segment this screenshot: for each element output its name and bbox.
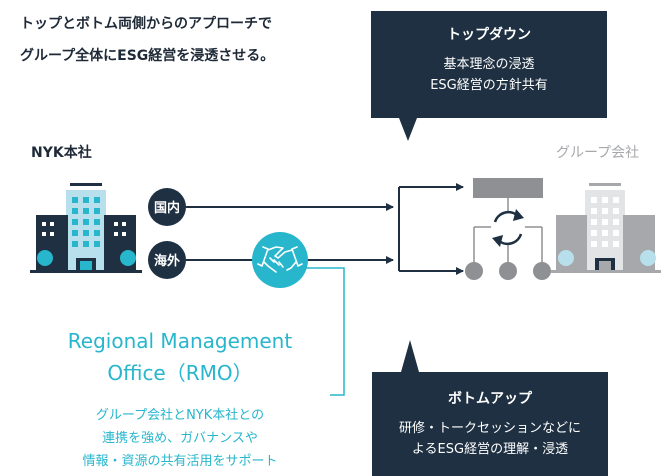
top-down-callout: トップダウン 基本理念の浸透 ESG経営の方針共有	[371, 11, 607, 118]
rmo-leader-line	[283, 267, 345, 396]
domestic-badge	[148, 188, 186, 226]
handshake-icon	[252, 232, 308, 288]
rmo-title-line-1: Regional Management	[67, 329, 293, 353]
rmo-description: グループ会社とNYK本社との 連携を強め、ガバナンスや 情報・資源の共有活用をサ…	[40, 404, 320, 473]
rmo-title-line-2: Office（RMO）	[107, 361, 253, 385]
hq-building-icon	[30, 183, 142, 273]
rmo-title: Regional Management Office（RMO）	[30, 325, 330, 389]
headline-line-2: グループ全体にESG経営を浸透させる。	[20, 48, 275, 64]
group-building-icon	[551, 183, 661, 273]
top-down-title: トップダウン	[447, 27, 531, 43]
overseas-badge	[148, 241, 186, 279]
top-down-line-2: ESG経営の方針共有	[430, 78, 548, 93]
bottom-up-pointer	[401, 340, 419, 372]
bottom-up-line-1: 研修・トークセッションなどに	[398, 421, 581, 436]
rmo-desc-line-2: 連携を強め、ガバナンスや	[102, 431, 258, 446]
rmo-desc-line-1: グループ会社とNYK本社との	[95, 408, 265, 423]
group-company-label: グループ会社	[556, 145, 640, 161]
headline: トップとボトム両側からのアプローチで グループ全体にESG経営を浸透させる。	[20, 8, 360, 72]
bottom-up-title: ボトムアップ	[448, 391, 532, 407]
bottom-up-callout: ボトムアップ 研修・トークセッションなどに よるESG経営の理解・浸透	[372, 372, 608, 476]
bottom-up-line-2: よるESG経営の理解・浸透	[411, 442, 569, 457]
hq-label: NYK本社	[31, 145, 92, 161]
domestic-label: 国内	[154, 200, 180, 216]
org-cycle-icon	[465, 178, 551, 280]
overseas-label: 海外	[154, 253, 180, 269]
top-down-line-1: 基本理念の浸透	[443, 57, 535, 72]
top-down-pointer	[399, 118, 417, 141]
rmo-desc-line-3: 情報・資源の共有活用をサポート	[82, 454, 278, 469]
headline-line-1: トップとボトム両側からのアプローチで	[20, 16, 272, 32]
